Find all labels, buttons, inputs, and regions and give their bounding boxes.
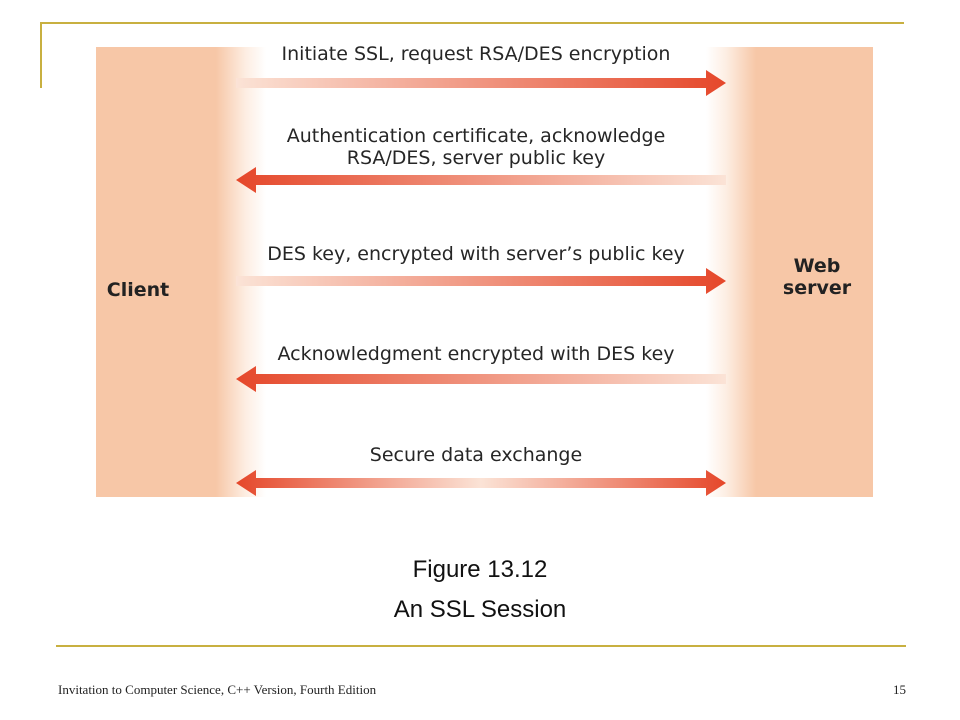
message-1-label: Initiate SSL, request RSA/DES encryption <box>281 43 671 65</box>
message-5-arrow <box>236 470 726 496</box>
footer-book-title: Invitation to Computer Science, C++ Vers… <box>58 682 377 697</box>
message-4-label: Acknowledgment encrypted with DES key <box>277 343 675 365</box>
footer-page-number: 15 <box>893 682 906 697</box>
figure-title: An SSL Session <box>393 596 567 623</box>
client-label: Client <box>106 279 170 301</box>
ssl-session-diagram: Client Web server Initiate SSL, request … <box>96 43 873 497</box>
message-3-label: DES key, encrypted with server’s public … <box>267 243 685 265</box>
message-4-arrow <box>236 366 726 392</box>
left-rule <box>40 22 42 88</box>
bottom-rule <box>56 645 906 647</box>
web-server-label: Web server <box>782 255 852 299</box>
top-rule <box>40 22 904 24</box>
message-2-arrow <box>236 167 726 193</box>
message-5-label: Secure data exchange <box>369 444 583 466</box>
message-2-label: Authentication certificate, acknowledge … <box>286 125 666 169</box>
figure-number: Figure 13.12 <box>412 556 548 583</box>
message-arrows <box>236 70 726 496</box>
message-3-arrow <box>236 268 726 294</box>
message-1-arrow <box>236 70 726 96</box>
